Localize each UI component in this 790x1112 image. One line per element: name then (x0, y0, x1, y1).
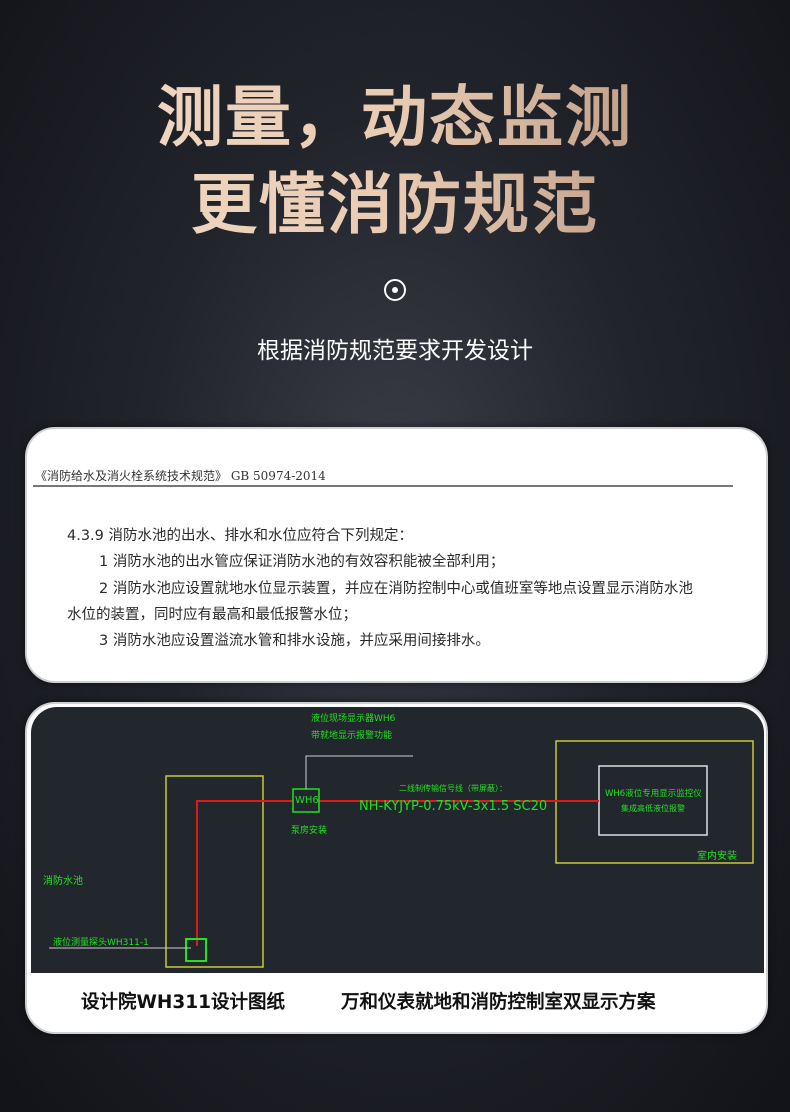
pool-label: 消防水池 (43, 876, 83, 887)
signal-cable (196, 800, 293, 946)
cable-spec: NH-KYJYP-0.75kV-3x1.5 SC20 (359, 799, 548, 814)
title-line-2: 更懂消防规范 (0, 165, 790, 245)
monitor-label: 集成高低液位报警 (621, 804, 685, 813)
diagram-lines (49, 740, 754, 968)
diagram-card: 液位现场显示器WH6 带就地显示报警功能 WH6 泵房安装 二线制传输信号线（带… (25, 702, 768, 1034)
spec-line: 2 消防水池应设置就地水位显示装置，并应在消防控制中心或值班室等地点设置显示消防… (99, 581, 693, 597)
target-icon (384, 279, 406, 301)
cad-diagram: 液位现场显示器WH6 带就地显示报警功能 WH6 泵房安装 二线制传输信号线（带… (31, 707, 764, 973)
spec-line: 4.3.9 消防水池的出水、排水和水位应符合下列规定： (67, 528, 414, 544)
probe-box (185, 938, 207, 962)
title-line-1: 测量，动态监测 (0, 78, 790, 158)
caption-left: 设计院WH311设计图纸 (81, 992, 286, 1013)
pump-room-label: 泵房安装 (291, 826, 328, 836)
spec-line: 水位的装置，同时应有最高和最低报警水位； (67, 607, 357, 623)
caption-right: 万和仪表就地和消防控制室双显示方案 (341, 992, 656, 1013)
display-label: 液位现场显示器WH6 (311, 714, 396, 724)
spec-card: 《消防给水及消火栓系统技术规范》 GB 50974-2014 4.3.9 消防水… (25, 427, 768, 683)
divider (33, 485, 733, 487)
indoor-label: 室内安装 (697, 851, 737, 862)
spec-line: 1 消防水池的出水管应保证消防水池的有效容积能被全部利用； (99, 554, 505, 570)
cable-label: 二线制传输信号线（带屏蔽）： (399, 784, 507, 793)
pool-box (165, 775, 264, 968)
spec-source: 《消防给水及消火栓系统技术规范》 GB 50974-2014 (35, 469, 326, 483)
subtitle: 根据消防规范要求开发设计 (257, 338, 533, 364)
monitor-label: WH6液位专用显示监控仪 (605, 789, 702, 799)
spec-line: 3 消防水池应设置溢流水管和排水设施，并应采用间接排水。 (99, 633, 490, 649)
probe-label: 液位测量探头WH311-1 (53, 938, 149, 948)
display-label: 带就地显示报警功能 (311, 731, 393, 741)
wh6-label: WH6 (295, 795, 319, 806)
monitor-box (598, 765, 708, 836)
leader-line (305, 755, 413, 789)
